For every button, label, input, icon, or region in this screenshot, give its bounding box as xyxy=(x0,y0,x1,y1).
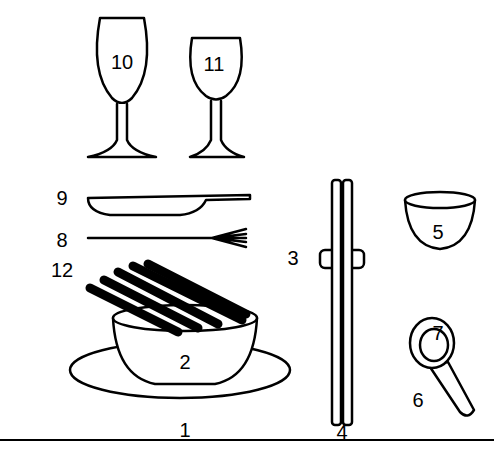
callout-number: 10 xyxy=(111,52,133,72)
small-glass-bowl xyxy=(190,38,242,100)
chopstick xyxy=(332,180,341,425)
knife xyxy=(88,195,250,215)
callout-number: 3 xyxy=(287,248,298,268)
food-stick xyxy=(133,266,242,320)
small-glass-stem xyxy=(190,101,244,157)
callout-number: 11 xyxy=(204,54,225,74)
callout-number: 12 xyxy=(51,260,73,280)
wine-glass-bowl xyxy=(97,18,147,103)
spoon-bowl xyxy=(410,318,454,368)
callout-number: 4 xyxy=(336,422,347,442)
callout-number: 9 xyxy=(56,188,67,208)
callout-number: 8 xyxy=(56,230,67,250)
fork xyxy=(88,229,246,247)
table-edge xyxy=(0,439,494,441)
callout-number: 2 xyxy=(179,352,190,372)
small-bowl-rim xyxy=(405,192,475,208)
callout-number: 5 xyxy=(432,222,443,242)
food-stick xyxy=(148,264,246,314)
food-sticks xyxy=(90,264,246,332)
callout-number: 6 xyxy=(412,390,423,410)
wine-glass-stem xyxy=(88,104,156,157)
callout-number: 1 xyxy=(179,420,190,440)
callout-number: 7 xyxy=(432,323,443,343)
chopstick xyxy=(343,180,352,425)
spoon-handle xyxy=(428,362,474,416)
